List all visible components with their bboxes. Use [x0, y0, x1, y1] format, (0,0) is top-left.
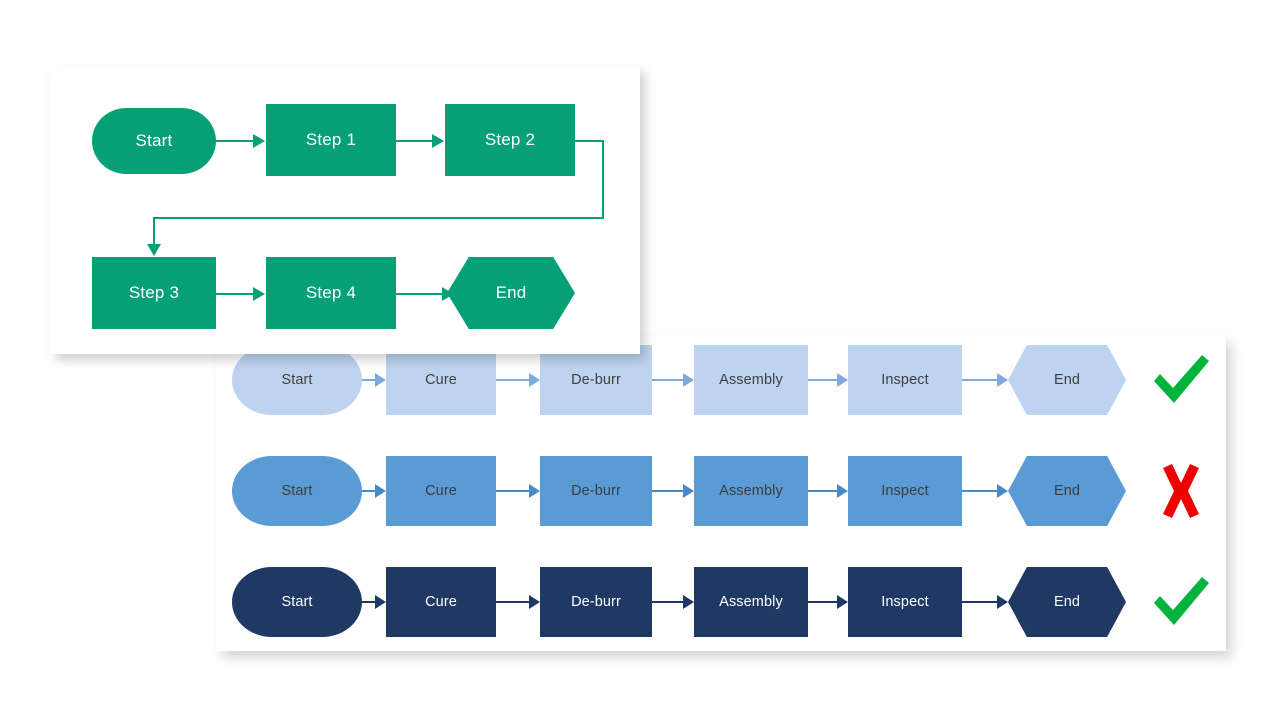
arrow-head-step-1-to-step-2 — [432, 134, 444, 148]
connector-light-1 — [496, 379, 529, 381]
flow-node-label: Step 4 — [305, 283, 357, 302]
process-node-label: Assembly — [719, 483, 783, 499]
process-node-label: Cure — [425, 483, 457, 499]
connector-step-2-elbow-bottom — [153, 217, 604, 219]
process-node-label: De-burr — [571, 594, 621, 610]
flow-node-label: Step 2 — [484, 130, 536, 149]
connector-elbow-to-step-3 — [153, 217, 155, 245]
check-icon — [1146, 341, 1216, 419]
process-node-label: Start — [281, 372, 313, 388]
process-node-medium-cure[interactable]: Cure — [386, 456, 496, 526]
connector-medium-3 — [808, 490, 837, 492]
flow-node-label: Step 1 — [305, 130, 357, 149]
connector-medium-4 — [962, 490, 997, 492]
arrow-head-step-4-to-end — [442, 287, 454, 301]
process-node-label: De-burr — [571, 372, 621, 388]
flow-node-step-2[interactable]: Step 2 — [445, 104, 575, 176]
process-node-label: Start — [281, 483, 313, 499]
process-node-light-de-burr[interactable]: De-burr — [540, 345, 652, 415]
cross-icon — [1146, 452, 1216, 530]
process-node-light-inspect[interactable]: Inspect — [848, 345, 962, 415]
arrow-head-medium-3 — [837, 484, 848, 498]
green-flowchart-panel: Start Step 1 Step 2 Step 3 Step 4 End — [50, 66, 640, 354]
arrow-head-dark-1 — [529, 595, 540, 609]
connector-step-1-to-step-2 — [396, 140, 433, 142]
process-node-dark-cure[interactable]: Cure — [386, 567, 496, 637]
arrow-head-light-3 — [837, 373, 848, 387]
process-node-light-assembly[interactable]: Assembly — [694, 345, 808, 415]
process-node-label: Start — [281, 594, 313, 610]
process-node-dark-end[interactable]: End — [1008, 567, 1126, 637]
connector-medium-0 — [362, 490, 375, 492]
connector-light-0 — [362, 379, 375, 381]
process-node-label: Inspect — [881, 372, 929, 388]
process-node-dark-inspect[interactable]: Inspect — [848, 567, 962, 637]
process-node-medium-assembly[interactable]: Assembly — [694, 456, 808, 526]
connector-step-4-to-end — [396, 293, 444, 295]
arrow-head-elbow-to-step-3 — [147, 244, 161, 256]
process-node-label: Inspect — [881, 483, 929, 499]
process-row-dark: Start Cure De-burr Assembly Inspect End — [216, 567, 1226, 637]
arrow-head-step-3-to-step-4 — [253, 287, 265, 301]
process-node-label: Cure — [425, 594, 457, 610]
process-node-medium-de-burr[interactable]: De-burr — [540, 456, 652, 526]
connector-light-2 — [652, 379, 683, 381]
arrow-head-light-4 — [997, 373, 1008, 387]
arrow-head-dark-2 — [683, 595, 694, 609]
flow-node-start[interactable]: Start — [92, 108, 216, 174]
flow-node-end[interactable]: End — [447, 257, 575, 329]
process-node-label: End — [1053, 483, 1081, 499]
process-node-label: End — [1053, 594, 1081, 610]
flow-node-label: Step 3 — [128, 283, 180, 302]
process-node-light-cure[interactable]: Cure — [386, 345, 496, 415]
process-row-medium: Start Cure De-burr Assembly Inspect End — [216, 456, 1226, 526]
process-node-medium-inspect[interactable]: Inspect — [848, 456, 962, 526]
process-row-light: Start Cure De-burr Assembly Inspect End — [216, 345, 1226, 415]
connector-light-3 — [808, 379, 837, 381]
connector-medium-2 — [652, 490, 683, 492]
arrow-head-medium-0 — [375, 484, 386, 498]
connector-start-to-step-1 — [216, 140, 254, 142]
process-node-light-end[interactable]: End — [1008, 345, 1126, 415]
flow-node-step-1[interactable]: Step 1 — [266, 104, 396, 176]
process-node-dark-start[interactable]: Start — [232, 567, 362, 637]
arrow-head-light-0 — [375, 373, 386, 387]
flow-node-step-3[interactable]: Step 3 — [92, 257, 216, 329]
connector-dark-2 — [652, 601, 683, 603]
flow-node-step-4[interactable]: Step 4 — [266, 257, 396, 329]
connector-dark-1 — [496, 601, 529, 603]
flow-node-label: End — [495, 283, 527, 302]
process-node-medium-start[interactable]: Start — [232, 456, 362, 526]
arrow-head-dark-0 — [375, 595, 386, 609]
process-node-label: De-burr — [571, 483, 621, 499]
connector-dark-4 — [962, 601, 997, 603]
process-node-label: End — [1053, 372, 1081, 388]
process-node-light-start[interactable]: Start — [232, 345, 362, 415]
connector-medium-1 — [496, 490, 529, 492]
process-node-label: Assembly — [719, 594, 783, 610]
flow-node-label: Start — [135, 131, 173, 150]
arrow-head-medium-1 — [529, 484, 540, 498]
connector-step-2-elbow-vertical — [602, 140, 604, 219]
process-node-label: Inspect — [881, 594, 929, 610]
process-node-label: Assembly — [719, 372, 783, 388]
connector-dark-0 — [362, 601, 375, 603]
process-node-label: Cure — [425, 372, 457, 388]
arrow-head-light-1 — [529, 373, 540, 387]
connector-step-2-elbow-top — [575, 140, 604, 142]
connector-step-3-to-step-4 — [216, 293, 254, 295]
connector-dark-3 — [808, 601, 837, 603]
process-node-dark-de-burr[interactable]: De-burr — [540, 567, 652, 637]
process-node-medium-end[interactable]: End — [1008, 456, 1126, 526]
connector-light-4 — [962, 379, 997, 381]
arrow-head-light-2 — [683, 373, 694, 387]
arrow-head-dark-4 — [997, 595, 1008, 609]
arrow-head-medium-4 — [997, 484, 1008, 498]
check-icon — [1146, 563, 1216, 641]
arrow-head-medium-2 — [683, 484, 694, 498]
arrow-head-dark-3 — [837, 595, 848, 609]
arrow-head-start-to-step-1 — [253, 134, 265, 148]
process-node-dark-assembly[interactable]: Assembly — [694, 567, 808, 637]
